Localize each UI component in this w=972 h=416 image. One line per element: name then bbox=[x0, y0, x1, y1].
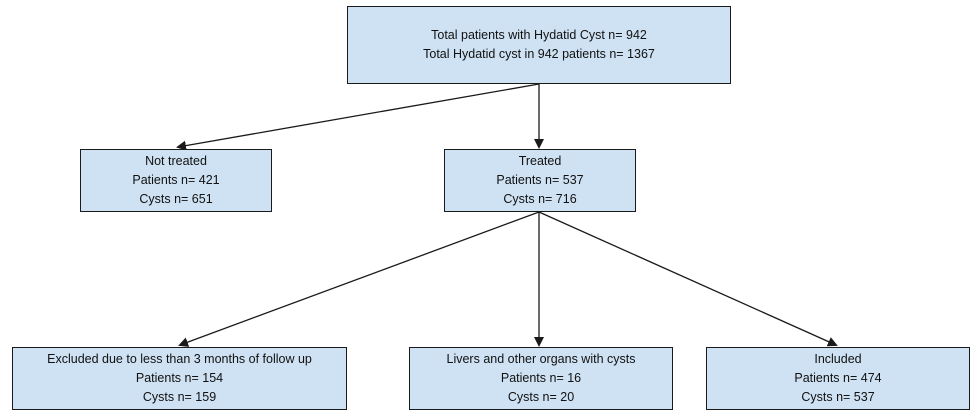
included-title: Included bbox=[814, 352, 862, 366]
root-box: Total patients with Hydatid Cyst n= 942 … bbox=[347, 6, 731, 84]
excluded-cysts: Cysts n= 159 bbox=[142, 390, 217, 404]
livers-title: Livers and other organs with cysts bbox=[446, 352, 636, 366]
treated-patients: Patients n= 537 bbox=[496, 173, 584, 187]
excluded-box: Excluded due to less than 3 months of fo… bbox=[12, 347, 347, 410]
not-treated-title: Not treated bbox=[145, 154, 207, 168]
root-line-cysts: Total Hydatid cyst in 942 patients n= 13… bbox=[423, 47, 655, 61]
livers-box: Livers and other organs with cysts Patie… bbox=[409, 347, 673, 410]
excluded-patients: Patients n= 154 bbox=[135, 371, 224, 385]
not-treated-box: Not treated Patients n= 421 Cysts n= 651 bbox=[80, 149, 272, 212]
arrow-treated-to-included bbox=[538, 211, 838, 347]
included-box: Included Patients n= 474 Cysts n= 537 bbox=[706, 347, 970, 410]
treated-box: Treated Patients n= 537 Cysts n= 716 bbox=[444, 149, 636, 212]
arrow-treated-to-excluded bbox=[178, 211, 540, 347]
not-treated-patients: Patients n= 421 bbox=[132, 173, 220, 187]
root-line-patients: Total patients with Hydatid Cyst n= 942 bbox=[431, 28, 647, 42]
treated-cysts: Cysts n= 716 bbox=[503, 192, 577, 206]
not-treated-cysts: Cysts n= 651 bbox=[139, 192, 213, 206]
included-patients: Patients n= 474 bbox=[794, 371, 882, 385]
included-cysts: Cysts n= 537 bbox=[801, 390, 875, 404]
excluded-title: Excluded due to less than 3 months of fo… bbox=[47, 352, 312, 366]
arrow-root-to-not-treated bbox=[176, 83, 540, 151]
treated-title: Treated bbox=[518, 154, 562, 168]
livers-patients: Patients n= 16 bbox=[500, 371, 582, 385]
livers-cysts: Cysts n= 20 bbox=[507, 390, 575, 404]
